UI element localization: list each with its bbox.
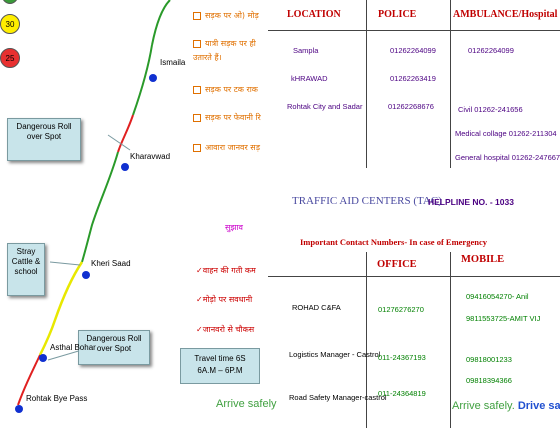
drive-safely-text: Drive safely.: [517, 400, 560, 412]
callout-text: Stray Cattle & school: [11, 247, 41, 276]
hindi-point: सड़क पर ओ) मोड़: [193, 10, 259, 21]
suggestion-item: ✓मोड़ो पर सवधानी: [196, 294, 252, 305]
place-label: Rohtak Bye Pass: [26, 394, 88, 403]
callout-dangerous-rollover-1: Dangerous Roll over Spot: [7, 118, 81, 161]
table-divider: [366, 0, 367, 168]
route-red-lower: [17, 354, 41, 406]
route-green-ismaila: [132, 44, 153, 116]
speed-label: 30: [5, 19, 15, 29]
marker-ismaila: [149, 74, 157, 82]
place-label: Kheri Saad: [91, 259, 131, 268]
ambulance-cell: 01262264099: [468, 46, 514, 55]
table-divider: [450, 252, 451, 428]
speed-circle-30: 30: [0, 14, 20, 34]
suggestion-item: ✓जानवरो से चौकस: [196, 324, 254, 335]
place-label: Ismaila: [160, 58, 186, 67]
office-cell: 01276276270: [378, 305, 424, 314]
check-mark-icon: ✓: [196, 295, 203, 304]
hindi-point-text: सड़क पर फेवानी रि: [205, 113, 261, 122]
header-location: LOCATION: [287, 9, 341, 20]
header-mobile: MOBILE: [461, 254, 505, 265]
speed-label: 25: [5, 53, 15, 63]
arrive-safely-text: Arrive safely.: [452, 400, 515, 412]
marker-asthal-bohar: [39, 354, 47, 362]
footer-slogan: Arrive safely. Drive safely.: [452, 400, 560, 412]
callout-text: Dangerous Roll over Spot: [86, 334, 142, 353]
checkbox-icon: [193, 39, 201, 48]
ambulance-cell: Civil 01262-241656: [458, 105, 523, 114]
contact-name: Road Safety Manager-castrol: [289, 393, 387, 402]
speed-circle-25: 25: [0, 48, 20, 68]
location-cell: kHRAWAD: [291, 74, 328, 83]
checkbox-icon: [193, 113, 201, 122]
header-police: POLICE: [378, 9, 417, 20]
route-green-top: [151, 0, 171, 46]
police-cell: 01262263419: [390, 74, 436, 83]
location-cell: Sampla: [293, 46, 319, 55]
checkbox-icon: [193, 143, 201, 152]
contact-name: Logistics Manager - Castrol: [289, 350, 381, 359]
table-divider: [450, 0, 451, 168]
checkbox-icon: [193, 85, 201, 94]
ambulance-cell: General hospital 01262-247667: [455, 153, 560, 162]
location-cell: Rohtak City and Sadar: [287, 102, 363, 111]
callout-text: Dangerous Roll over Spot: [16, 122, 72, 141]
check-mark-icon: ✓: [196, 325, 203, 334]
checkbox-icon: [193, 11, 201, 20]
check-mark-icon: ✓: [196, 266, 203, 275]
arrive-safely-left: Arrive safely: [216, 398, 277, 410]
hindi-point-text: सड़क पर टक राक: [205, 85, 258, 94]
mobile-cell: 09818001233: [466, 355, 512, 364]
suggestion-text: जानवरो से चौकस: [202, 325, 255, 334]
office-cell: 011-24364819: [378, 389, 426, 398]
travel-time-line1: Travel time 6S: [194, 354, 246, 363]
mobile-cell: 09416054270- Anil: [466, 292, 529, 301]
suggestion-text: वाहन की गती कम: [202, 266, 256, 275]
hindi-point-text: आवारा जानवर सड़: [205, 143, 260, 152]
suggestions-title: सुझाव: [225, 223, 243, 232]
travel-time-box: Travel time 6S 6A.M – 6P.M: [180, 348, 260, 384]
route-red-upper: [117, 114, 134, 153]
place-label: Asthal Bohar: [50, 343, 96, 352]
callout-stray-cattle: Stray Cattle & school: [7, 243, 45, 296]
header-office: OFFICE: [377, 259, 417, 270]
hindi-point-continued: उतारते हैं।: [193, 53, 222, 62]
mobile-cell: 9811553725-AMIT VIJ: [466, 314, 541, 323]
suggestion-item: ✓वाहन की गती कम: [196, 265, 256, 276]
tac-title: TRAFFIC AID CENTERS (TAC): [292, 195, 442, 207]
hindi-point: आवारा जानवर सड़: [193, 142, 260, 153]
table-divider: [268, 276, 560, 277]
callout-pointer-3: [47, 349, 83, 361]
marker-kharavwad: [121, 163, 129, 171]
hindi-point: यात्री सड़क पर ही: [193, 38, 256, 49]
marker-rohtak: [15, 405, 23, 413]
header-ambulance: AMBULANCE/Hospital: [453, 9, 558, 20]
table-divider: [268, 30, 560, 31]
helpline: HELPLINE NO. - 1033: [428, 197, 514, 207]
route-map: [15, 0, 171, 413]
callout-pointer-2: [49, 261, 81, 266]
hindi-point-text: यात्री सड़क पर ही: [205, 39, 256, 48]
mobile-cell: 09818394366: [466, 376, 512, 385]
suggestion-text: मोड़ो पर सवधानी: [202, 295, 253, 304]
hindi-point-text: सड़क पर ओ) मोड़: [205, 11, 259, 20]
marker-kheri-saad: [82, 271, 90, 279]
contact-name: ROHAD C&FA: [292, 303, 341, 312]
hindi-point: सड़क पर टक राक: [193, 84, 258, 95]
emergency-title: Important Contact Numbers- In case of Em…: [300, 237, 487, 247]
police-cell: 01262264099: [390, 46, 436, 55]
table-divider: [366, 252, 367, 428]
ambulance-cell: Medical collage 01262-211304: [455, 129, 557, 138]
office-cell: 011-24367193: [378, 353, 426, 362]
place-label: Kharavwad: [130, 152, 171, 161]
callout-pointer-1: [107, 134, 131, 151]
route-yellow: [38, 261, 84, 356]
route-green-middle: [81, 151, 119, 263]
callout-dangerous-rollover-2: Dangerous Roll over Spot: [78, 330, 150, 365]
police-cell: 01262268676: [388, 102, 434, 111]
travel-time-line2: 6A.M – 6P.M: [197, 366, 243, 375]
hindi-point: सड़क पर फेवानी रि: [193, 112, 261, 123]
